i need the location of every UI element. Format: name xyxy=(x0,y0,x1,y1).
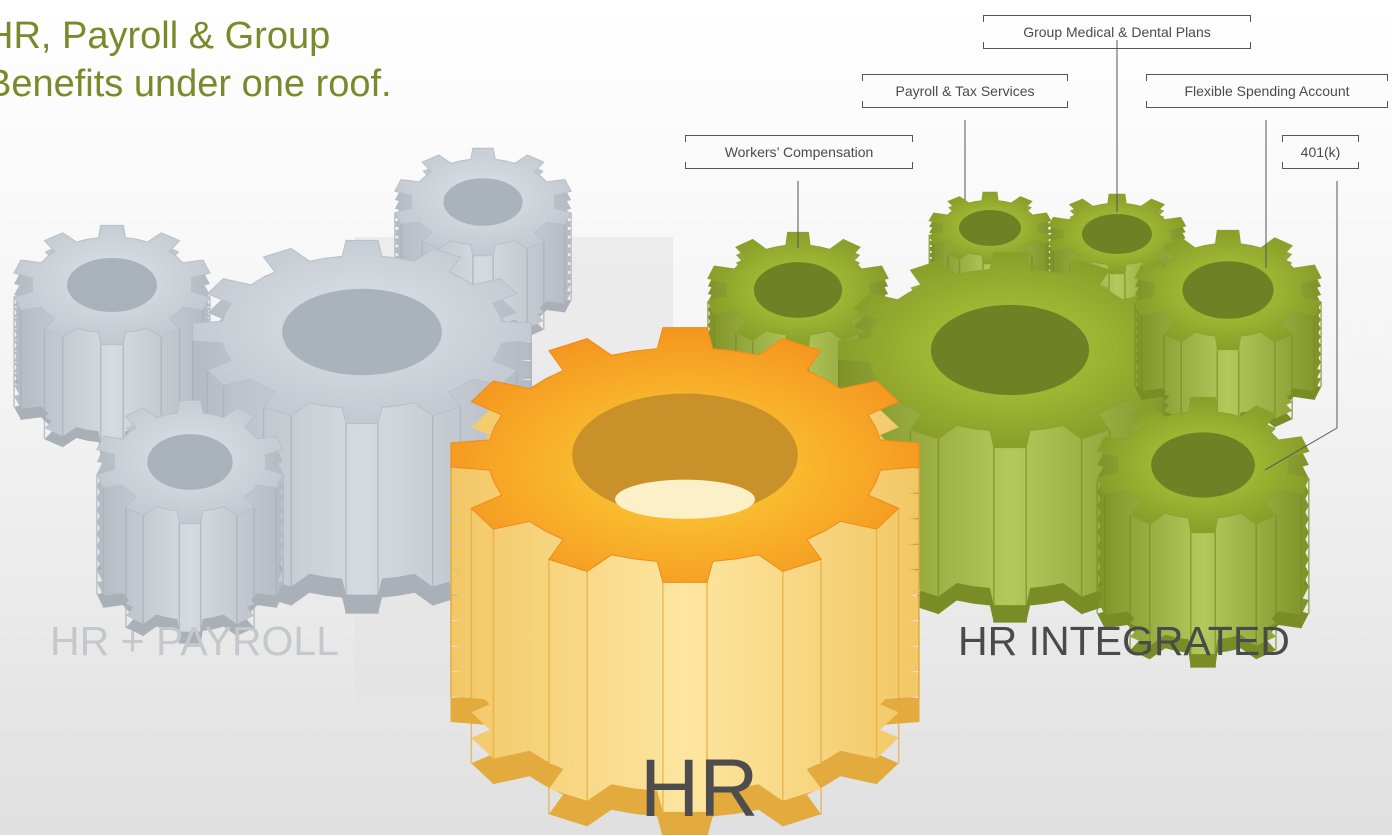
callout-leaders xyxy=(797,40,1338,471)
caption-hr: HR xyxy=(640,743,759,834)
green-gear-401k xyxy=(1096,396,1310,668)
callout-401k: 401(k) xyxy=(1282,135,1359,169)
green-gear-fsa xyxy=(1134,229,1322,435)
headline: HR, Payroll & Group Benefits under one r… xyxy=(0,12,392,108)
caption-hr-payroll: HR + PAYROLL xyxy=(50,618,340,664)
callout-group-medical: Group Medical & Dental Plans xyxy=(983,15,1251,49)
headline-line-2: Benefits under one roof. xyxy=(0,63,392,105)
green-gear-large xyxy=(838,251,1182,623)
orange-hr-gear xyxy=(450,327,920,835)
callout-payroll-tax: Payroll & Tax Services xyxy=(862,74,1068,108)
gray-gear-bottom xyxy=(96,399,284,644)
leader-401k xyxy=(1264,181,1338,471)
callout-fsa: Flexible Spending Account xyxy=(1146,74,1388,108)
gray-gear-left xyxy=(13,224,211,455)
callout-workers-comp: Workers’ Compensation xyxy=(685,135,913,169)
caption-hr-integrated: HR INTEGRATED xyxy=(958,618,1290,664)
headline-line-1: HR, Payroll & Group xyxy=(0,15,331,57)
